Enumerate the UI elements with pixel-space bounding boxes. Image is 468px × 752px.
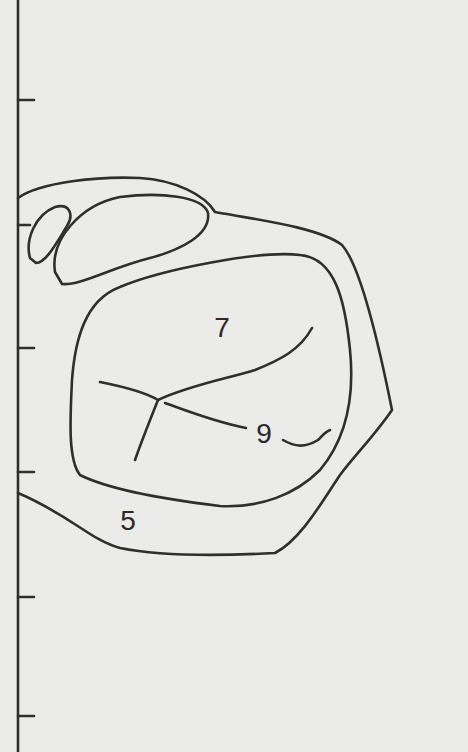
fissure-line <box>100 328 312 400</box>
crown-outline <box>18 178 392 555</box>
callout-number: 7 <box>214 314 230 342</box>
fissure-line <box>135 400 158 460</box>
fissure-line <box>283 430 330 446</box>
callout-number: 9 <box>256 420 272 448</box>
occlusal-outline <box>70 254 351 506</box>
scale-tick <box>18 596 34 599</box>
large-cusp-oval <box>54 195 208 284</box>
scale-axis <box>17 0 20 752</box>
callout-number: 5 <box>120 507 136 535</box>
fissure-line <box>165 403 246 428</box>
scale-tick <box>18 471 34 474</box>
scale-tick <box>18 224 30 227</box>
scale-tick <box>18 715 34 718</box>
scale-tick <box>18 347 34 350</box>
scale-tick <box>18 99 34 102</box>
